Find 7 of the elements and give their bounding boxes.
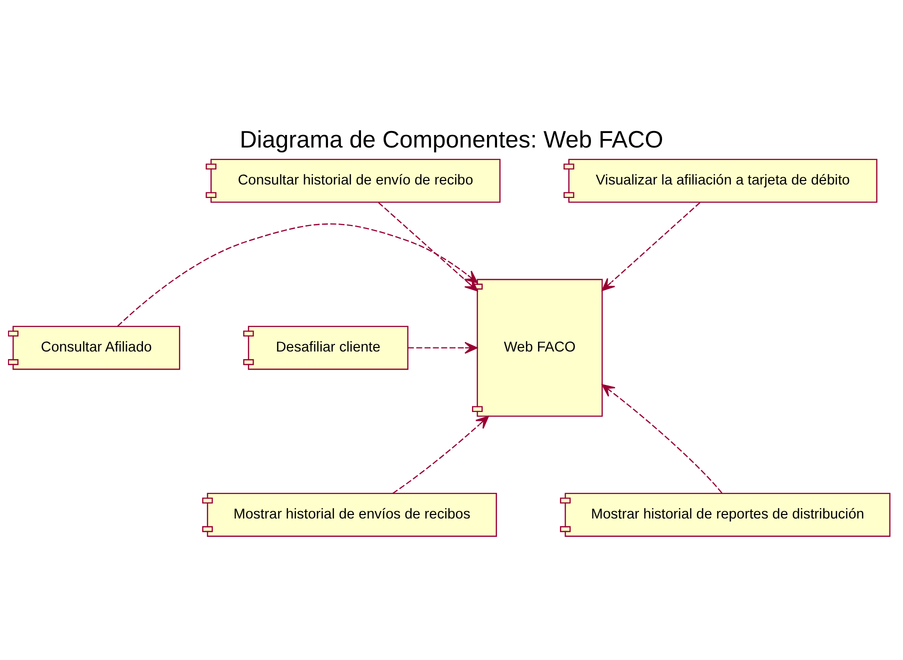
arrow xyxy=(408,342,478,354)
arrow xyxy=(378,202,478,292)
arrow xyxy=(602,384,722,494)
arrow xyxy=(117,223,478,327)
arrow xyxy=(392,416,489,494)
arrow xyxy=(602,202,700,292)
diagram-title: Diagrama de Componentes: Web FACO xyxy=(240,126,664,154)
